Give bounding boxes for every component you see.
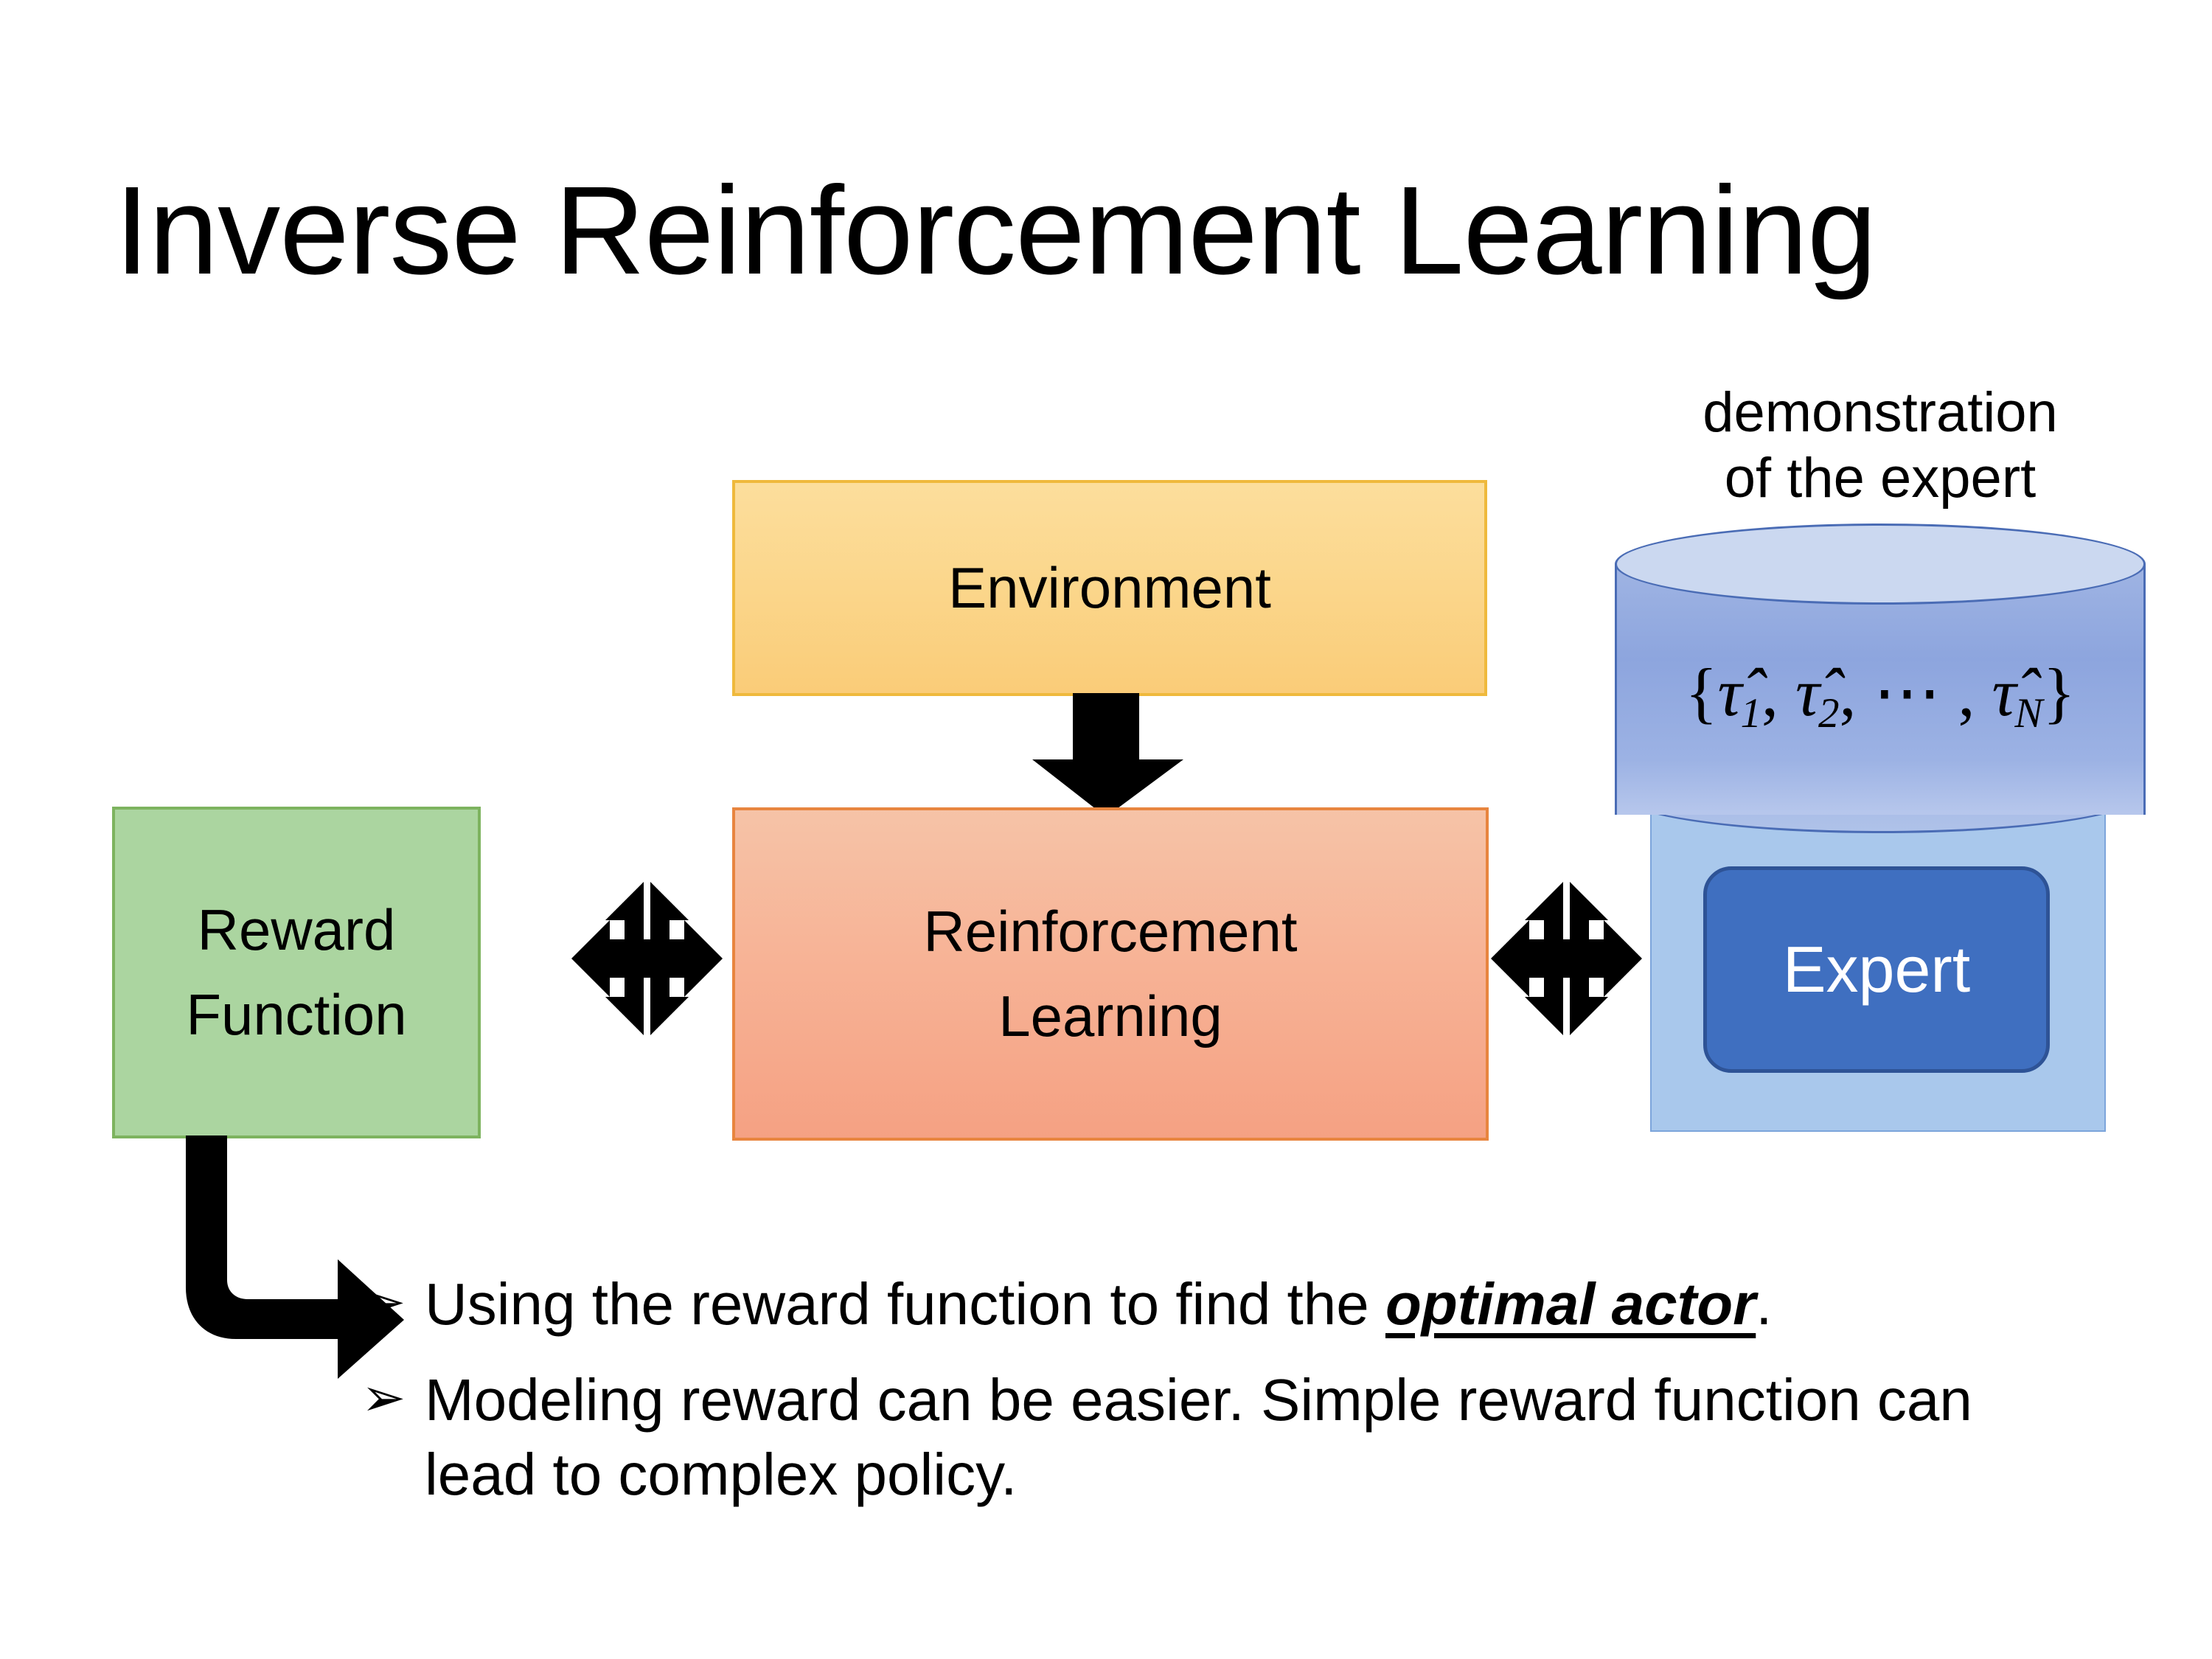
formula-sub-2: 2 [1818,689,1840,737]
demonstration-caption: demonstration of the expert [1607,380,2153,512]
bullet-1-text-after: . [1756,1271,1773,1337]
bullet-chevron-icon: ➢ [361,1273,406,1332]
bullet-list: ➢ Using the reward function to find the … [361,1267,2057,1533]
bullet-2-text-before: Modeling reward can be easier. Simple re… [425,1366,1972,1508]
bullet-chevron-icon: ➢ [361,1368,406,1427]
arrow-reward-to-bullets [186,1135,404,1379]
arrow-environment-to-rl [1032,693,1183,817]
environment-box-label: Environment [948,555,1271,620]
bullet-text-1: Using the reward function to find the op… [425,1267,2057,1342]
reward-function-box[interactable]: Reward Function [112,807,481,1138]
formula-open-brace: { [1685,655,1718,730]
bullet-1-emphasis: optimal actor [1385,1271,1756,1337]
demonstration-caption-line2: of the expert [1724,446,2037,509]
list-item: ➢ Using the reward function to find the … [361,1267,2057,1342]
expert-box[interactable]: Expert [1703,866,2050,1073]
page-title: Inverse Reinforcement Learning [114,161,1877,301]
bullet-1-text-before: Using the reward function to find the [425,1271,1385,1337]
formula-sub-1: 1 [1740,689,1761,737]
formula-sep-1: , [1761,655,1795,730]
trajectory-set-formula: {τ̂1, τ̂2, ⋯ , τ̂N} [1615,653,2146,737]
formula-tau-2: τ̂ [1795,655,1820,730]
reward-function-label-line1: Reward [197,897,396,962]
bullet-text-2: Modeling reward can be easier. Simple re… [425,1363,2057,1512]
formula-tau-1: τ̂ [1717,655,1742,730]
rl-label-line1: Reinforcement [923,898,1298,964]
environment-box[interactable]: Environment [732,480,1487,696]
formula-sep-2: , ⋯ , [1839,655,1992,730]
rl-label-line2: Learning [998,984,1222,1048]
quad-arrow-reward-rl [571,882,723,1035]
formula-sub-n: N [2014,689,2043,737]
demonstration-cylinder[interactable]: {τ̂1, τ̂2, ⋯ , τ̂N} [1615,524,2146,841]
expert-box-label: Expert [1782,933,1971,1006]
cylinder-body [1615,564,2146,815]
reinforcement-learning-box[interactable]: Reinforcement Learning [732,807,1489,1141]
reward-function-label-line2: Function [186,982,407,1047]
formula-tau-n: τ̂ [1992,655,2017,730]
cylinder-top-ellipse [1615,524,2146,605]
quad-arrow-rl-expert [1491,882,1642,1035]
demonstration-caption-line1: demonstration [1703,381,2058,444]
formula-close-brace: } [2042,655,2076,730]
list-item: ➢ Modeling reward can be easier. Simple … [361,1363,2057,1512]
